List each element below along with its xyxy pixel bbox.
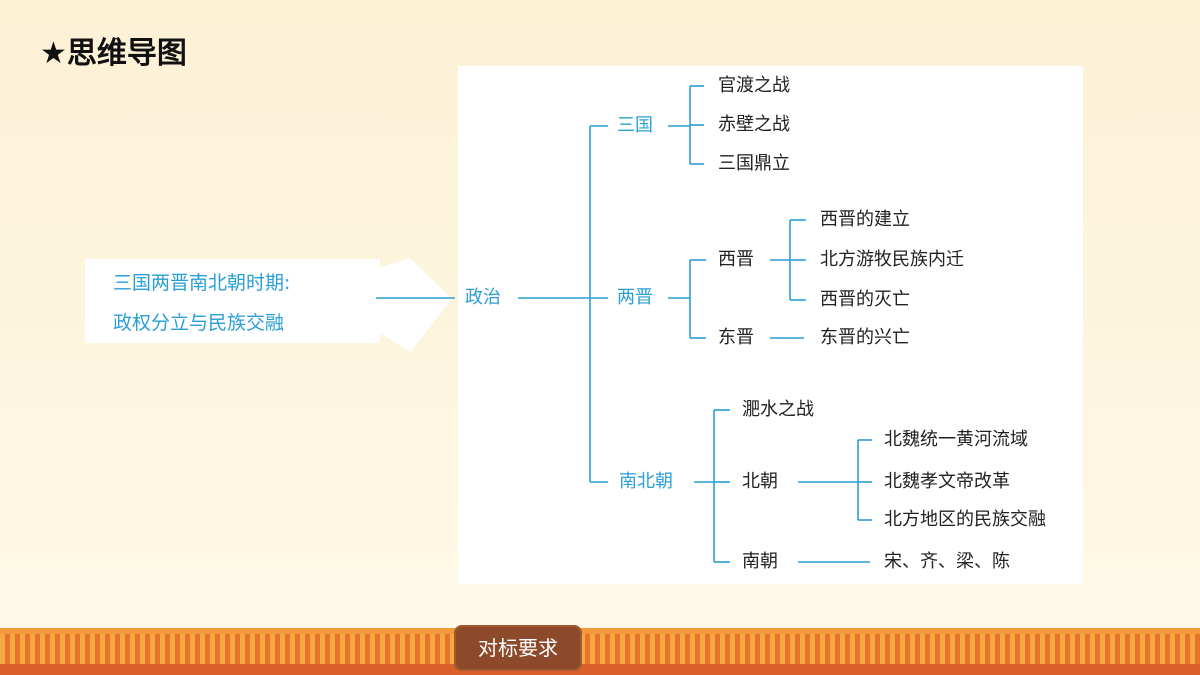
leaf-item: 东晋的兴亡: [820, 327, 910, 348]
leaf-item: 西晋的灭亡: [820, 289, 910, 310]
branch-liangjin: 两晋: [617, 287, 653, 308]
leaf-item: 宋、齐、梁、陈: [884, 551, 1010, 572]
footer-decoration: [0, 628, 1200, 675]
branch-nanbeichao: 南北朝: [619, 471, 673, 492]
sub-branch-dongjin: 东晋: [718, 327, 754, 348]
topic-line-2: 政权分立与民族交融: [113, 312, 285, 334]
root-node: 政治: [465, 287, 501, 308]
leaf-item: 西晋的建立: [820, 209, 910, 230]
leaf-item: 三国鼎立: [718, 153, 790, 174]
leaf-item: 官渡之战: [718, 75, 790, 96]
leaf-item: 北魏孝文帝改革: [884, 471, 1010, 492]
leaf-feishui: 淝水之战: [742, 399, 814, 420]
leaf-item: 北魏统一黄河流域: [884, 429, 1028, 450]
mindmap-panel: [458, 66, 1083, 584]
sub-branch-nanchao: 南朝: [742, 551, 778, 572]
topic-line-1: 三国两晋南北朝时期:: [113, 272, 291, 294]
topic-box: [85, 259, 380, 343]
sub-branch-beichao: 北朝: [742, 471, 778, 492]
page-title: ★思维导图: [40, 36, 187, 71]
branch-sanguo: 三国: [617, 115, 653, 136]
leaf-item: 赤壁之战: [718, 114, 790, 135]
leaf-item: 北方地区的民族交融: [884, 509, 1046, 530]
leaf-item: 北方游牧民族内迁: [820, 249, 964, 270]
footer-tab-button[interactable]: 对标要求: [454, 625, 582, 671]
sub-branch-xijin: 西晋: [718, 249, 754, 270]
